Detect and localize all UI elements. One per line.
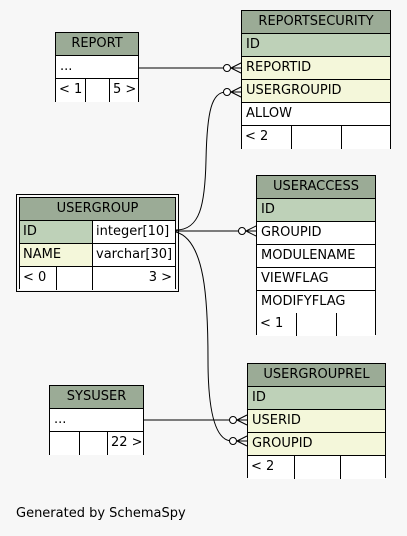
column-type: varchar[30] — [93, 244, 175, 266]
footer-spacer — [337, 313, 375, 336]
parent-count: < 2 — [248, 456, 295, 479]
footer-spacer — [292, 126, 342, 149]
table-row: VIEWFLAG — [257, 268, 375, 291]
footer-spacer — [295, 456, 341, 479]
table-header[interactable]: USERGROUP — [20, 198, 175, 221]
relation-usergroup-usergrouprel — [175, 231, 233, 442]
table-row: GROUPID — [257, 222, 375, 245]
crowsfoot-optional-marker — [229, 437, 237, 445]
table-row: USERGROUPID — [242, 80, 390, 103]
child-count: 5 > — [113, 82, 137, 97]
crowsfoot-optional-marker — [229, 416, 237, 424]
crowsfoot-many-marker — [236, 414, 248, 426]
table-row: ID — [248, 387, 385, 410]
table-footer: < 2 — [248, 456, 385, 479]
table-usergroup[interactable]: USERGROUP ID integer[10] NAME varchar[30… — [16, 194, 179, 292]
crowsfoot-optional-marker — [238, 227, 246, 235]
table-row: MODIFYFLAG — [257, 291, 375, 314]
child-count: 22 > — [111, 435, 143, 450]
footer-spacer — [342, 126, 390, 149]
crowsfoot-many-marker — [236, 435, 248, 447]
relation-usergroup-reportsecurity — [175, 91, 227, 231]
footer-spacer — [80, 432, 108, 455]
table-row: ... — [56, 56, 138, 79]
table-footer: 22 > — [50, 432, 143, 455]
table-footer: < 1 5 > — [56, 79, 138, 102]
table-report[interactable]: REPORT ... < 1 5 > — [55, 32, 139, 102]
table-header[interactable]: REPORTSECURITY — [242, 11, 390, 34]
table-useraccess[interactable]: USERACCESS ID GROUPID MODULENAME VIEWFLA… — [256, 175, 376, 336]
crowsfoot-many-marker — [230, 62, 242, 74]
table-footer: < 2 — [242, 126, 390, 149]
parent-count: < 0 — [20, 267, 57, 290]
footer-spacer — [341, 456, 385, 479]
table-header[interactable]: USERGROUPREL — [248, 364, 385, 387]
parent-count: < 2 — [242, 126, 292, 149]
footer-spacer — [297, 313, 337, 336]
table-row: ... — [50, 409, 143, 432]
crowsfoot-many-marker — [230, 86, 242, 98]
column-name: NAME — [20, 244, 93, 266]
crowsfoot-optional-marker — [223, 64, 231, 72]
table-row: GROUPID — [248, 433, 385, 456]
table-header[interactable]: SYSUSER — [50, 386, 143, 409]
table-row: USERID — [248, 410, 385, 433]
column-type: integer[10] — [93, 221, 175, 243]
table-reportsecurity[interactable]: REPORTSECURITY ID REPORTID USERGROUPID A… — [241, 10, 391, 149]
crowsfoot-optional-marker — [223, 88, 231, 96]
table-footer: < 0 3 > — [20, 267, 175, 290]
table-row: NAME varchar[30] — [20, 244, 175, 267]
parent-count: < 1 — [257, 313, 297, 336]
column-name: ID — [20, 221, 93, 243]
generated-by-caption: Generated by SchemaSpy — [16, 506, 186, 521]
table-header[interactable]: USERACCESS — [257, 176, 375, 199]
footer-spacer — [86, 79, 110, 102]
table-header[interactable]: REPORT — [56, 33, 138, 56]
parent-count: < 1 — [56, 79, 86, 102]
table-row: MODULENAME — [257, 245, 375, 268]
table-row: ID — [242, 34, 390, 57]
footer-spacer — [50, 432, 80, 455]
table-usergrouprel[interactable]: USERGROUPREL ID USERID GROUPID < 2 — [247, 363, 386, 479]
table-row: ALLOW — [242, 103, 390, 126]
footer-spacer — [57, 267, 93, 290]
table-row: REPORTID — [242, 57, 390, 80]
crowsfoot-many-marker — [245, 225, 257, 237]
table-footer: < 1 — [257, 313, 375, 336]
table-row: ID — [257, 199, 375, 222]
child-count: 3 > — [148, 270, 172, 285]
table-sysuser[interactable]: SYSUSER ... 22 > — [49, 385, 144, 455]
table-row: ID integer[10] — [20, 221, 175, 244]
